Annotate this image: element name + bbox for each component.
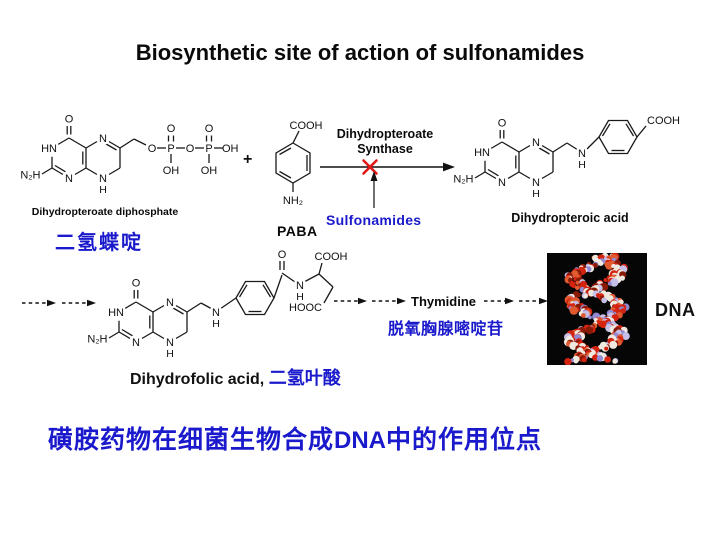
- product-bonds: [552, 119, 647, 155]
- label-enzyme: Dihydropteroate Synthase: [315, 127, 455, 157]
- atom-label-p2: P: [205, 143, 212, 155]
- label-dihydrofolic-acid: Dihydrofolic acid,: [130, 371, 265, 388]
- atom-label-n8: N: [166, 337, 174, 349]
- pterin-atom-labels: O HN N₂H N N N H: [453, 118, 540, 201]
- atom-label-hn: HN: [108, 307, 124, 319]
- atom-label-n5: N: [99, 133, 107, 145]
- atom-label-carbonyl-o: O: [65, 114, 74, 126]
- atom-label-hn: HN: [41, 143, 57, 155]
- paba-bonds: [275, 130, 311, 192]
- atom-label-n5: N: [532, 137, 540, 149]
- pterin-atom-gaps: [108, 295, 177, 349]
- dashed-arrow-1: [22, 299, 56, 307]
- amine-gap: [209, 305, 223, 319]
- atom-label-cooh: COOH: [647, 115, 680, 127]
- label-paba: PABA: [277, 223, 318, 239]
- atom-label-amide-o: O: [278, 249, 287, 261]
- plus-sign: +: [243, 151, 253, 168]
- label-enzyme-line2: Synthase: [357, 142, 413, 156]
- atom-label-n2h: N₂H: [20, 170, 40, 182]
- pterin-group: O HN N₂H N N N H: [453, 118, 554, 201]
- product-atom-labels: N H COOH: [578, 115, 680, 171]
- footer-caption: 磺胺药物在细菌生物合成DNA中的作用位点: [48, 420, 542, 456]
- molecule-paba: COOH NH₂: [275, 120, 323, 207]
- atom-label-hooc: HOOC: [289, 302, 322, 314]
- molecule-dihydropteroate-diphosphate: O HN N₂H N N N H O P O: [20, 114, 239, 197]
- label-dihydrofolic-acid-cn: 二氢叶酸: [268, 368, 341, 389]
- amine-gap: [575, 146, 589, 160]
- atom-label-ester-o: O: [148, 143, 157, 155]
- dna-image-art: [563, 252, 630, 366]
- molecule-dihydrofolic-acid: O HN N₂H N N N H: [87, 249, 348, 361]
- footer-caption-dna: DNA: [334, 427, 387, 454]
- dashed-arrow-5: [484, 297, 514, 305]
- atom-label-p2-o: O: [205, 123, 214, 135]
- pterin-atom-gaps: [41, 131, 110, 185]
- molecule-dihydropteroic-acid: O HN N₂H N N N H N H COOH: [453, 115, 680, 201]
- diphosphate-bonds: [119, 135, 223, 163]
- label-thymidine: Thymidine: [411, 294, 477, 309]
- atom-label-n1: N: [132, 337, 140, 349]
- atom-label-n8-h: H: [166, 348, 174, 360]
- amide-gap: [293, 278, 307, 292]
- atom-label-p1-oh: OH: [163, 165, 180, 177]
- atom-label-p1: P: [167, 143, 174, 155]
- pterin-atom-labels: O HN N₂H N N N H: [87, 278, 174, 361]
- atom-label-cooh: COOH: [290, 120, 323, 132]
- inhibitor-pointer-arrow: [370, 171, 378, 208]
- label-thymidine-cn: 脱氧胸腺嘧啶苷: [388, 319, 504, 338]
- diphosphate-atom-labels: O P O OH O P O OH OH: [148, 123, 239, 177]
- atom-label-cooh: COOH: [315, 251, 348, 263]
- label-dihydropteroate-diphosphate: Dihydropteroate diphosphate: [31, 206, 179, 218]
- atom-label-p1-o: O: [167, 123, 176, 135]
- atom-label-n1: N: [498, 177, 506, 189]
- atom-label-n5: N: [166, 297, 174, 309]
- atom-label-n1: N: [65, 173, 73, 185]
- atom-label-n8-h: H: [532, 188, 540, 200]
- reaction-arrow: [320, 162, 455, 172]
- pterin-atom-gaps: [474, 135, 543, 189]
- atom-label-amine-n: N: [578, 148, 586, 160]
- folate-bonds: [186, 261, 334, 316]
- atom-label-amine-h: H: [212, 318, 220, 330]
- atom-label-carbonyl-o: O: [498, 118, 507, 130]
- pterin-group: O HN N₂H N N N H: [87, 278, 188, 361]
- page-title: Biosynthetic site of action of sulfonami…: [135, 40, 585, 65]
- atom-label-carbonyl-o: O: [132, 278, 141, 290]
- folate-atom-labels: N H O N H COOH HOOC: [212, 249, 348, 330]
- atom-label-n8-h: H: [99, 184, 107, 196]
- atom-label-amine-n: N: [212, 307, 220, 319]
- label-dihydropteroate-diphosphate-cn: 二氢蝶啶: [55, 230, 143, 254]
- atom-label-n8: N: [99, 173, 107, 185]
- inhibition-x-icon: [362, 159, 378, 175]
- atom-label-amine-h: H: [578, 159, 586, 171]
- atom-label-amide-n: N: [296, 280, 304, 292]
- atom-label-n8: N: [532, 177, 540, 189]
- pterin-group: O HN N₂H N N N H: [20, 114, 121, 197]
- atom-label-hn: HN: [474, 147, 490, 159]
- atom-label-amide-h: H: [296, 291, 304, 303]
- pterin-atom-labels: O HN N₂H N N N H: [20, 114, 107, 197]
- label-dihydrofolic-acid-row: Dihydrofolic acid, 二氢叶酸: [130, 364, 341, 390]
- atom-label-n2h: N₂H: [87, 334, 107, 346]
- label-sulfonamides: Sulfonamides: [326, 212, 422, 228]
- dashed-arrow-6: [519, 297, 548, 305]
- paba-atom-labels: COOH NH₂: [283, 120, 323, 207]
- atom-label-end-oh: OH: [222, 143, 239, 155]
- label-dihydropteroic-acid: Dihydropteroic acid: [511, 211, 629, 225]
- atom-label-nh2: NH₂: [283, 195, 303, 207]
- label-dna: DNA: [655, 300, 696, 320]
- footer-caption-pre: 磺胺药物在细菌生物合成: [48, 425, 335, 454]
- atom-label-n2h: N₂H: [453, 174, 473, 186]
- footer-caption-post: 中的作用位点: [386, 425, 543, 454]
- atom-label-bridge-o: O: [186, 143, 195, 155]
- atom-label-p2-oh: OH: [201, 165, 218, 177]
- label-enzyme-line1: Dihydropteroate: [336, 127, 434, 141]
- dna-image: [547, 252, 647, 366]
